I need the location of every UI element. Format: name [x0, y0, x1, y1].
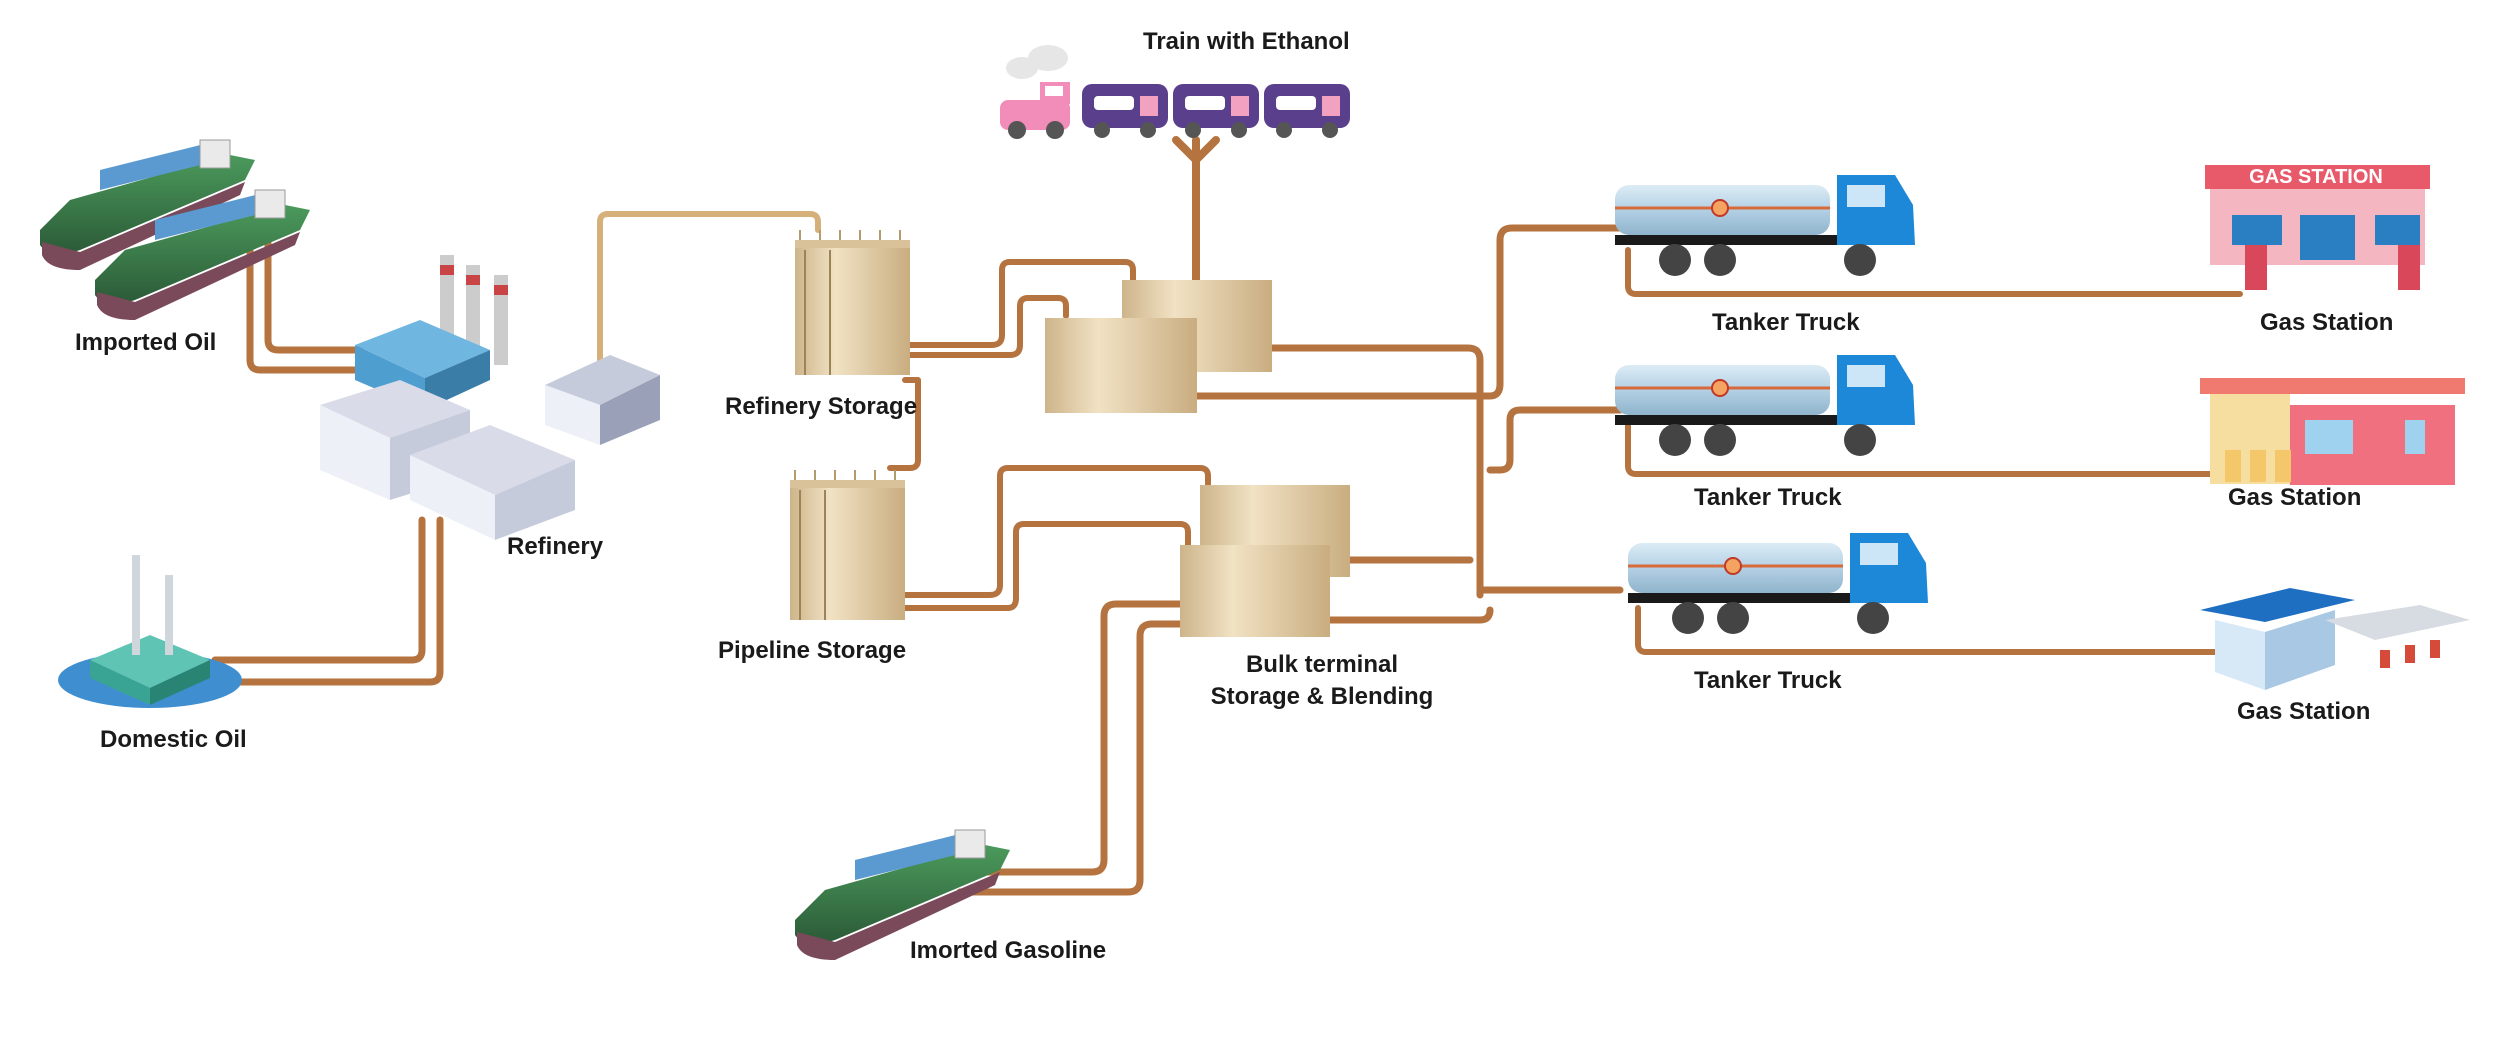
pipe-storage-to-bulk-top: [907, 259, 1136, 358]
ethanol-train-icon: [1000, 45, 1350, 139]
gas-station-icon: [2200, 378, 2465, 485]
label-train-with-ethanol: Train with Ethanol: [1143, 28, 1350, 55]
label-bulk-terminal-line2: Storage & Blending: [1210, 683, 1434, 710]
label-bulk-terminal-line1: Bulk terminal: [1245, 651, 1399, 678]
gas-station-sign-text: GAS STATION: [2249, 166, 2383, 188]
tanker-truck-icon: [1615, 355, 1915, 456]
label-pipeline-storage: Pipeline Storage: [718, 637, 907, 664]
oil-rig-icon: [58, 555, 242, 708]
gasoline-ship-icon: [795, 829, 1010, 960]
pipeline-storage-tank-icon: [790, 470, 905, 620]
pipe-domestic-oil: [211, 516, 444, 686]
label-imported-oil: Imported Oil: [75, 329, 217, 356]
tanker-ship-icon: [95, 189, 310, 320]
label-gas-station-3: Gas Station: [2237, 698, 2371, 725]
train-car: [1082, 84, 1168, 138]
label-refinery: Refinery: [507, 533, 604, 560]
tanker-ship-icon: [40, 139, 255, 270]
pipe-bulk-to-trucks: [1191, 224, 1624, 624]
train-car: [1173, 84, 1259, 138]
label-tanker-truck-3: Tanker Truck: [1694, 667, 1842, 694]
gas-station-icon: GAS STATION: [2205, 165, 2430, 290]
label-imported-gasoline: Imorted Gasoline: [910, 937, 1107, 964]
pipe-imported-gasoline: [946, 600, 1194, 896]
imported-oil-ships: [40, 139, 310, 320]
tanker-truck-icon: [1628, 533, 1928, 634]
label-gas-station-2: Gas Station: [2228, 484, 2362, 511]
pipe-refinery-to-pipeline-storage: [887, 377, 921, 471]
pipe-refinery-to-storage: [597, 211, 821, 363]
pipes: [211, 136, 2243, 896]
label-refinery-storage: Refinery Storage: [725, 393, 918, 420]
bulk-terminal-tanks-icon: [1045, 280, 1350, 637]
pipe-pipeline-to-bulk: [902, 465, 1211, 611]
gas-station-icon: [2200, 588, 2470, 690]
pipe-ethanol: [1172, 136, 1220, 284]
label-gas-station-1: Gas Station: [2260, 309, 2394, 336]
refinery-storage-tank-icon: [795, 230, 910, 375]
label-tanker-truck-1: Tanker Truck: [1712, 309, 1860, 336]
label-tanker-truck-2: Tanker Truck: [1694, 484, 1842, 511]
train-car: [1264, 84, 1350, 138]
refinery-icon: [320, 255, 660, 540]
label-domestic-oil: Domestic Oil: [100, 726, 247, 753]
pipe-trucks-to-stations: [1625, 247, 2243, 655]
tanker-truck-icon: [1615, 175, 1915, 276]
